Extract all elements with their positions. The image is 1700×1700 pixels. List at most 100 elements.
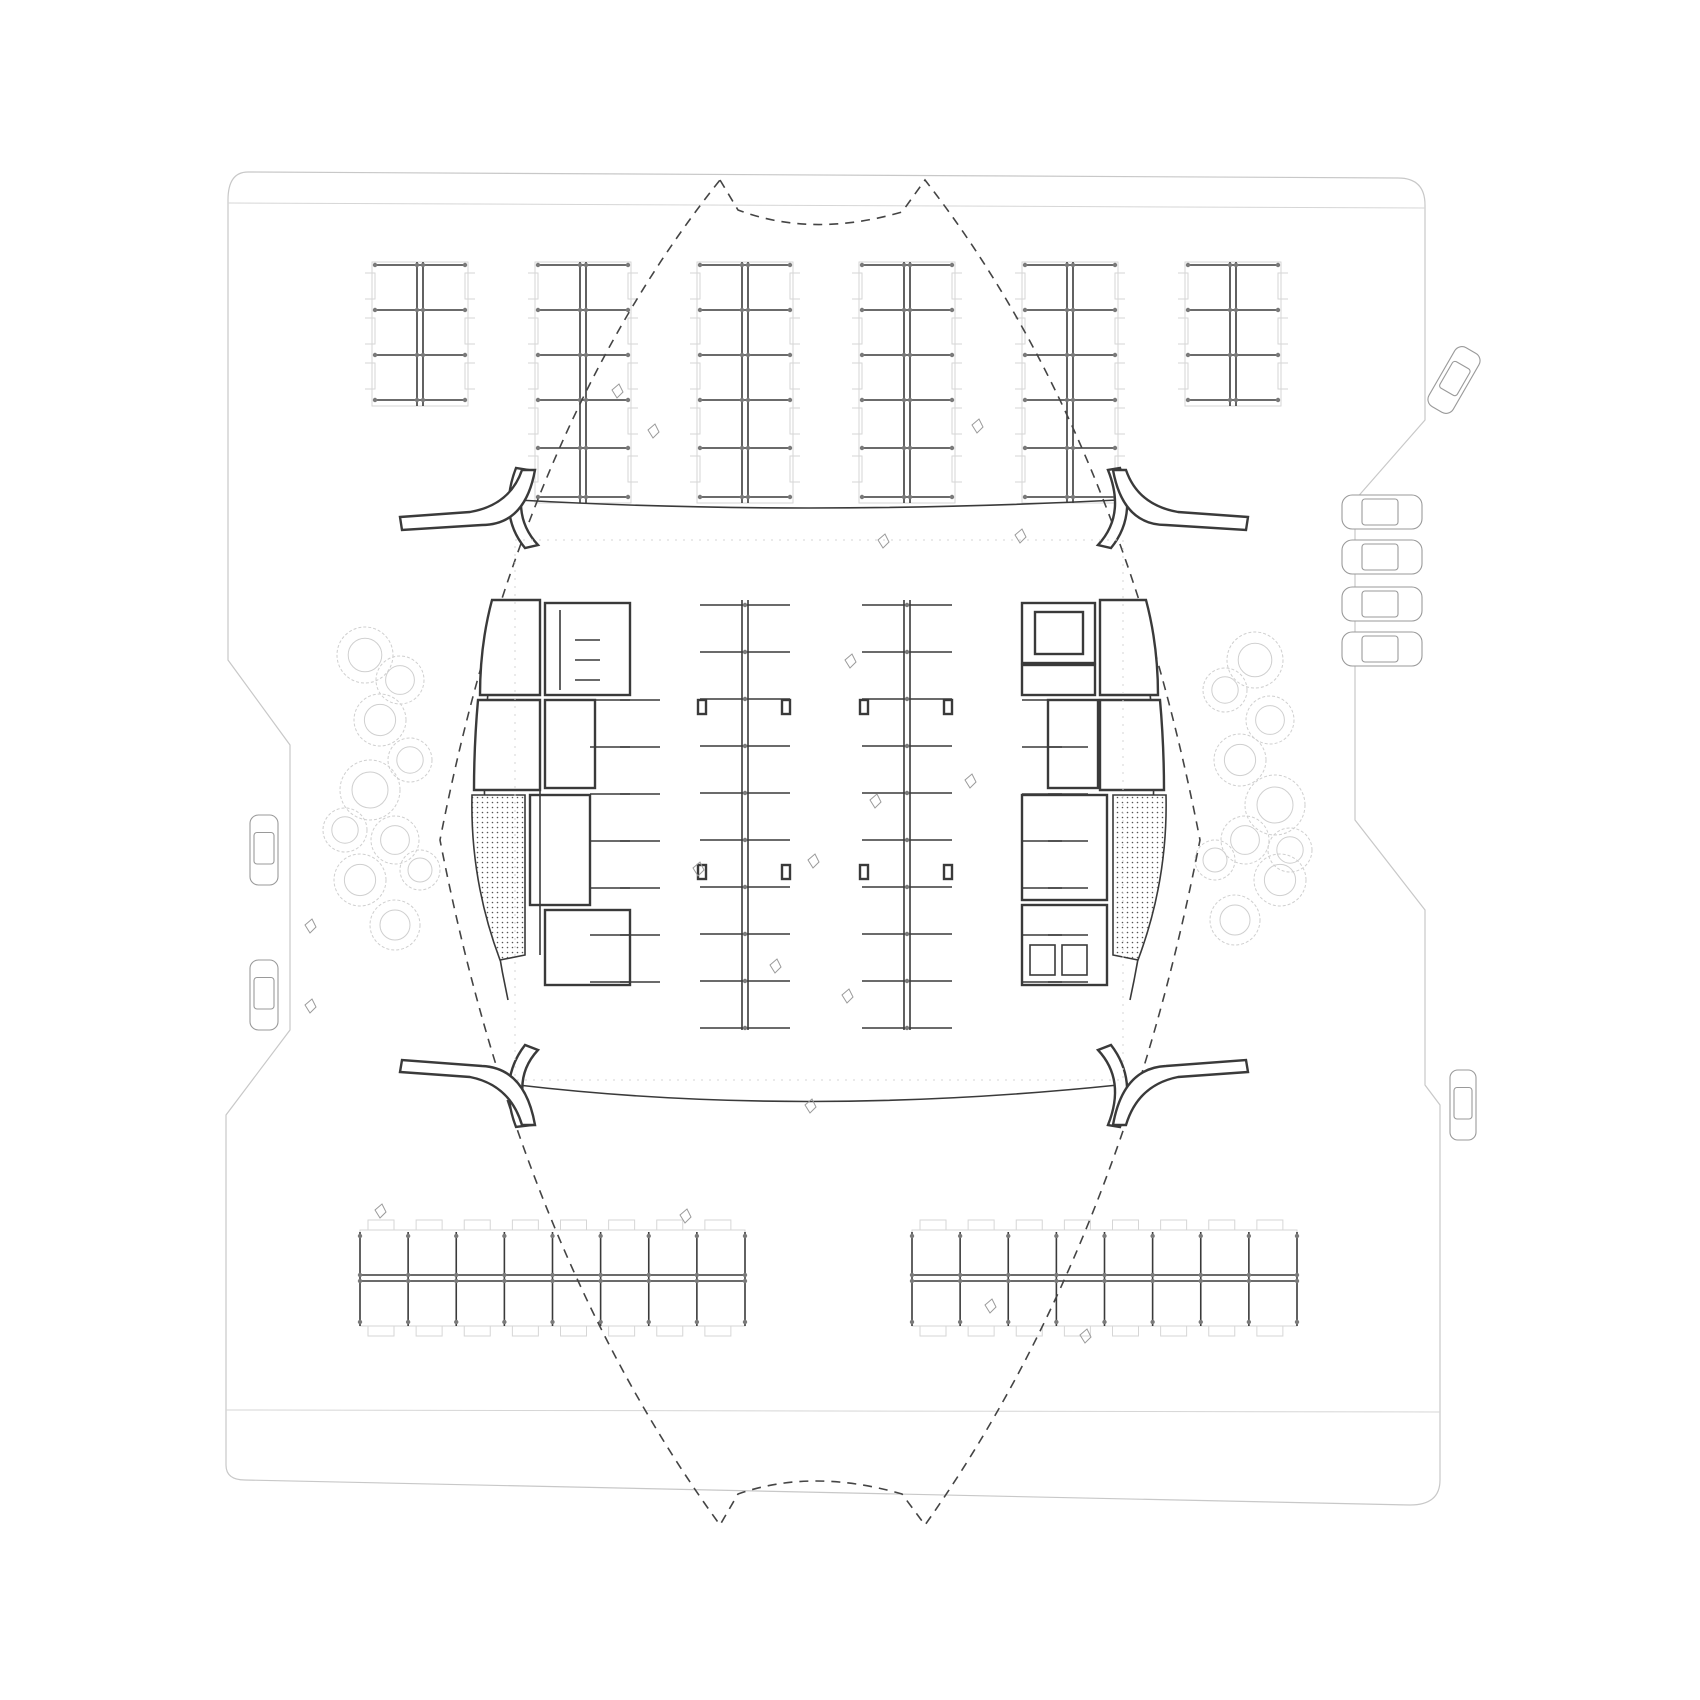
column-icon [1022, 494, 1028, 500]
column-icon [904, 696, 910, 702]
column-icon [1070, 352, 1076, 358]
column-icon [577, 307, 583, 313]
column-icon [1233, 397, 1239, 403]
north-parking-pergolas [365, 261, 1288, 504]
north-parking-module [528, 261, 638, 504]
column-icon [1198, 1278, 1203, 1284]
column-icon [357, 1278, 363, 1284]
column-icon [904, 1025, 910, 1031]
column-icon [1102, 1319, 1107, 1325]
column-icon [405, 1319, 411, 1325]
column-icon [535, 352, 541, 358]
tree-icon [333, 853, 387, 907]
car-icon [1341, 631, 1423, 667]
column-icon [1054, 1319, 1059, 1325]
column-icon [909, 1233, 915, 1239]
column-icon [577, 352, 583, 358]
column-icon [1064, 494, 1070, 500]
column-icon [535, 445, 541, 451]
column-icon [462, 352, 468, 358]
tree-group [322, 626, 441, 951]
column-icon [598, 1272, 603, 1278]
column-icon [742, 1025, 748, 1031]
column-icon [1006, 1233, 1011, 1239]
column-icon [909, 1319, 915, 1325]
column-icon [739, 352, 745, 358]
column-icon [625, 262, 631, 268]
person-icon [984, 1298, 997, 1314]
column-icon [1070, 262, 1076, 268]
column-icon [372, 352, 378, 358]
column-icon [502, 1278, 507, 1284]
column-icon [1054, 1272, 1059, 1278]
north-parking-module [690, 261, 800, 504]
column-icon [901, 494, 907, 500]
column-icon [577, 445, 583, 451]
column-icon [1185, 262, 1191, 268]
column-icon [1150, 1272, 1155, 1278]
column-icon [583, 397, 589, 403]
column-icon [577, 494, 583, 500]
tree-icon [369, 899, 421, 951]
column-icon [625, 307, 631, 313]
column-icon [901, 262, 907, 268]
column-icon [1246, 1319, 1252, 1325]
column-icon [462, 307, 468, 313]
column-icon [859, 262, 865, 268]
north-parking-module [852, 261, 962, 504]
column-icon [1275, 397, 1281, 403]
south-parking-module [909, 1219, 1300, 1337]
column-icon [454, 1319, 459, 1325]
column-icon [1112, 445, 1118, 451]
column-icon [1246, 1233, 1252, 1239]
column-icon [739, 494, 745, 500]
column-icon [907, 352, 913, 358]
column-icon [1064, 445, 1070, 451]
column-icon [859, 397, 865, 403]
column-icon [1064, 307, 1070, 313]
person-icon [611, 383, 624, 399]
column-icon [904, 837, 910, 843]
column-icon [454, 1272, 459, 1278]
column-icon [1294, 1272, 1300, 1278]
column-icon [745, 352, 751, 358]
tree-icon [1253, 853, 1307, 907]
column-icon [909, 1272, 915, 1278]
person-icon [769, 958, 782, 974]
column-icon [357, 1319, 363, 1325]
parked-cars [249, 346, 1481, 1141]
column-icon [1198, 1233, 1203, 1239]
north-parking-module [365, 261, 475, 407]
interior-parking-row [858, 600, 954, 1031]
column-icon [742, 790, 748, 796]
column-icon [577, 262, 583, 268]
column-icon [1102, 1233, 1107, 1239]
column-icon [745, 494, 751, 500]
person-icon [964, 773, 977, 789]
column-icon [598, 1233, 603, 1239]
person-icon [841, 988, 854, 1004]
roof-outline-dashed [439, 178, 1201, 1527]
column-icon [949, 262, 955, 268]
column-icon [739, 307, 745, 313]
column-icon [1112, 307, 1118, 313]
column-icon [1275, 307, 1281, 313]
site-boundary [225, 171, 1441, 1506]
column-icon [625, 352, 631, 358]
column-icon [907, 445, 913, 451]
column-icon [414, 397, 420, 403]
column-icon [697, 352, 703, 358]
person-icon [804, 1098, 817, 1114]
column-icon [694, 1233, 700, 1239]
column-icon [550, 1272, 555, 1278]
column-icon [1185, 352, 1191, 358]
column-icon [1150, 1319, 1155, 1325]
column-icon [1022, 262, 1028, 268]
column-icon [904, 931, 910, 937]
column-icon [1070, 397, 1076, 403]
column-icon [1227, 397, 1233, 403]
column-icon [454, 1233, 459, 1239]
column-icon [949, 494, 955, 500]
column-icon [1070, 445, 1076, 451]
car-icon [1341, 586, 1423, 622]
